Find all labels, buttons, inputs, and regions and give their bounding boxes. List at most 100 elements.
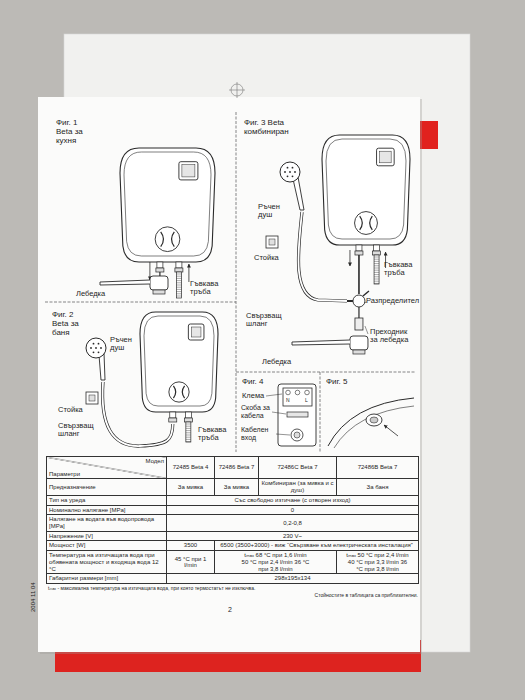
part-name: Свързващ шланг [58,422,96,439]
table-cell: Налягане на водата във водопровода [MPa] [47,515,167,531]
table-row: Номинално налягане [MPa]0 [47,505,419,515]
pipe-nut [156,268,164,272]
faucet-spout [292,340,350,345]
table-text: 3500 [184,542,197,548]
figure-heading: Фиг. 2 Beta за баня [52,310,90,338]
table-text: За мивка [224,484,249,490]
outlet-opening [370,417,378,423]
table-text: Температура на изтичащата вода при обяве… [49,552,159,571]
pipe-stub [356,245,362,251]
stand-clip [89,395,95,401]
table-text: Налягане на водата във водопровода [MPa] [49,516,154,529]
heater-bottom-edge [334,406,414,448]
table-cell: 72486 Beta 7 [215,457,259,479]
water-heater [120,148,215,272]
table-cell: 72486C Beta 7 [259,457,337,479]
part-name: Скоба за кабела [241,404,273,420]
pipe-ridge [374,270,379,271]
figure-panel: Фиг. 3 Beta комбиниран [244,118,294,136]
table-cell: За баня [337,479,419,495]
part-name: Лебедка [262,358,291,366]
table-cell: 45 °C при 1 l/min [167,551,215,574]
heater-front [124,152,211,256]
pipe-ridge [374,259,379,260]
table-row: ПредназначениеЗа мивкаЗа мивкаКомбиниран… [47,479,419,495]
table-row: Габаритни размери [mm] 298х195х134 [47,574,419,584]
shower-nozzle [93,351,95,353]
knob-mark [370,216,373,230]
table-text: 72486C Beta 7 [277,464,317,470]
table-text: 0,2-0,8 [283,520,302,526]
separator-line [45,302,236,303]
terminal-screw [295,390,300,395]
shower-nozzle [90,347,92,349]
connecting-hose [298,212,347,301]
pipe [358,255,360,294]
knob-mark [182,386,184,398]
separator-line [236,112,237,452]
heater-front [326,139,406,239]
faucet-body [350,336,368,350]
shower-nozzle [98,343,100,345]
pipe-stub [157,262,163,268]
shower-stand [86,392,98,404]
flexible-pipe [186,422,191,442]
table-text: Мощност [W] [49,542,85,548]
pipe-ridge [374,283,379,284]
table-text: Със свободно изтичане (с отворен изход) [234,497,350,503]
knob-mark [172,232,175,247]
connecting-hose [103,382,173,446]
pipe-ridge [374,279,379,280]
heater-display [188,324,204,340]
distributor-valve [363,291,369,296]
table-row: Мощност [W] 3500 6500 (3500+3000) - виж “С… [47,541,419,551]
faucet-spout [100,280,150,285]
table-cell: Тип на уреда [47,495,167,505]
table-cell: tₘₐₓ 50 °C при 2,4 l/min 40 °C при 3,3 l… [337,551,419,574]
figure-panel: Фиг. 5 [326,377,366,386]
table-cell: 230 V~ [167,531,419,541]
table-cell: 6500 (3500+3000) - виж “Свързване към ел… [215,541,419,551]
table-text: 72486 Beta 7 [219,464,255,470]
heater-body [140,312,218,412]
table-text: 298х195х134 [274,575,310,581]
shower-head [86,338,106,358]
shower-nozzle [284,171,286,173]
shower-nozzle [287,167,289,169]
distributor [347,291,369,330]
part-name: Гъвкава тръба [198,426,232,443]
table-cell: Температура на изтичащата вода при обяве… [47,551,167,574]
heater-display [191,327,201,337]
adapter [355,318,363,330]
table-cell: Предназначение [47,479,167,495]
table-cell: 3500 [167,541,215,551]
flexible-pipe-body [176,272,181,298]
leader-line [272,412,286,414]
stand-clip [269,239,275,245]
table-text: Комбиниран (за мивка и с душ) [261,480,333,493]
shower-head [280,162,300,182]
pipe-ridge [176,282,181,283]
leader-line [266,245,280,246]
part-name: Клема [242,392,264,400]
main-sheet [38,97,420,652]
crosshair [229,82,245,98]
table-cell: Със свободно изтичане (с отворен изход) [167,495,419,505]
terminal-name: N [286,398,290,404]
table-text: Параметри [49,471,80,477]
table-text: Габаритни размери [mm] [49,575,118,581]
table-text: tₘₐₓ 68 °C при 1,6 l/min 50 °C при 2,4 l… [242,552,310,571]
part-name: Ръчен душ [258,203,288,220]
heater-display [377,148,395,166]
faucet-base [153,290,165,294]
pipe-ridge [176,287,181,288]
pointer-arrow [384,425,398,436]
shower-nozzle [93,343,95,345]
faucet [100,276,168,294]
part-name: Гъвкава тръба [190,280,223,297]
pipe-ridge [374,257,379,258]
heater-knob [155,227,180,252]
flow-arrow [349,250,350,266]
